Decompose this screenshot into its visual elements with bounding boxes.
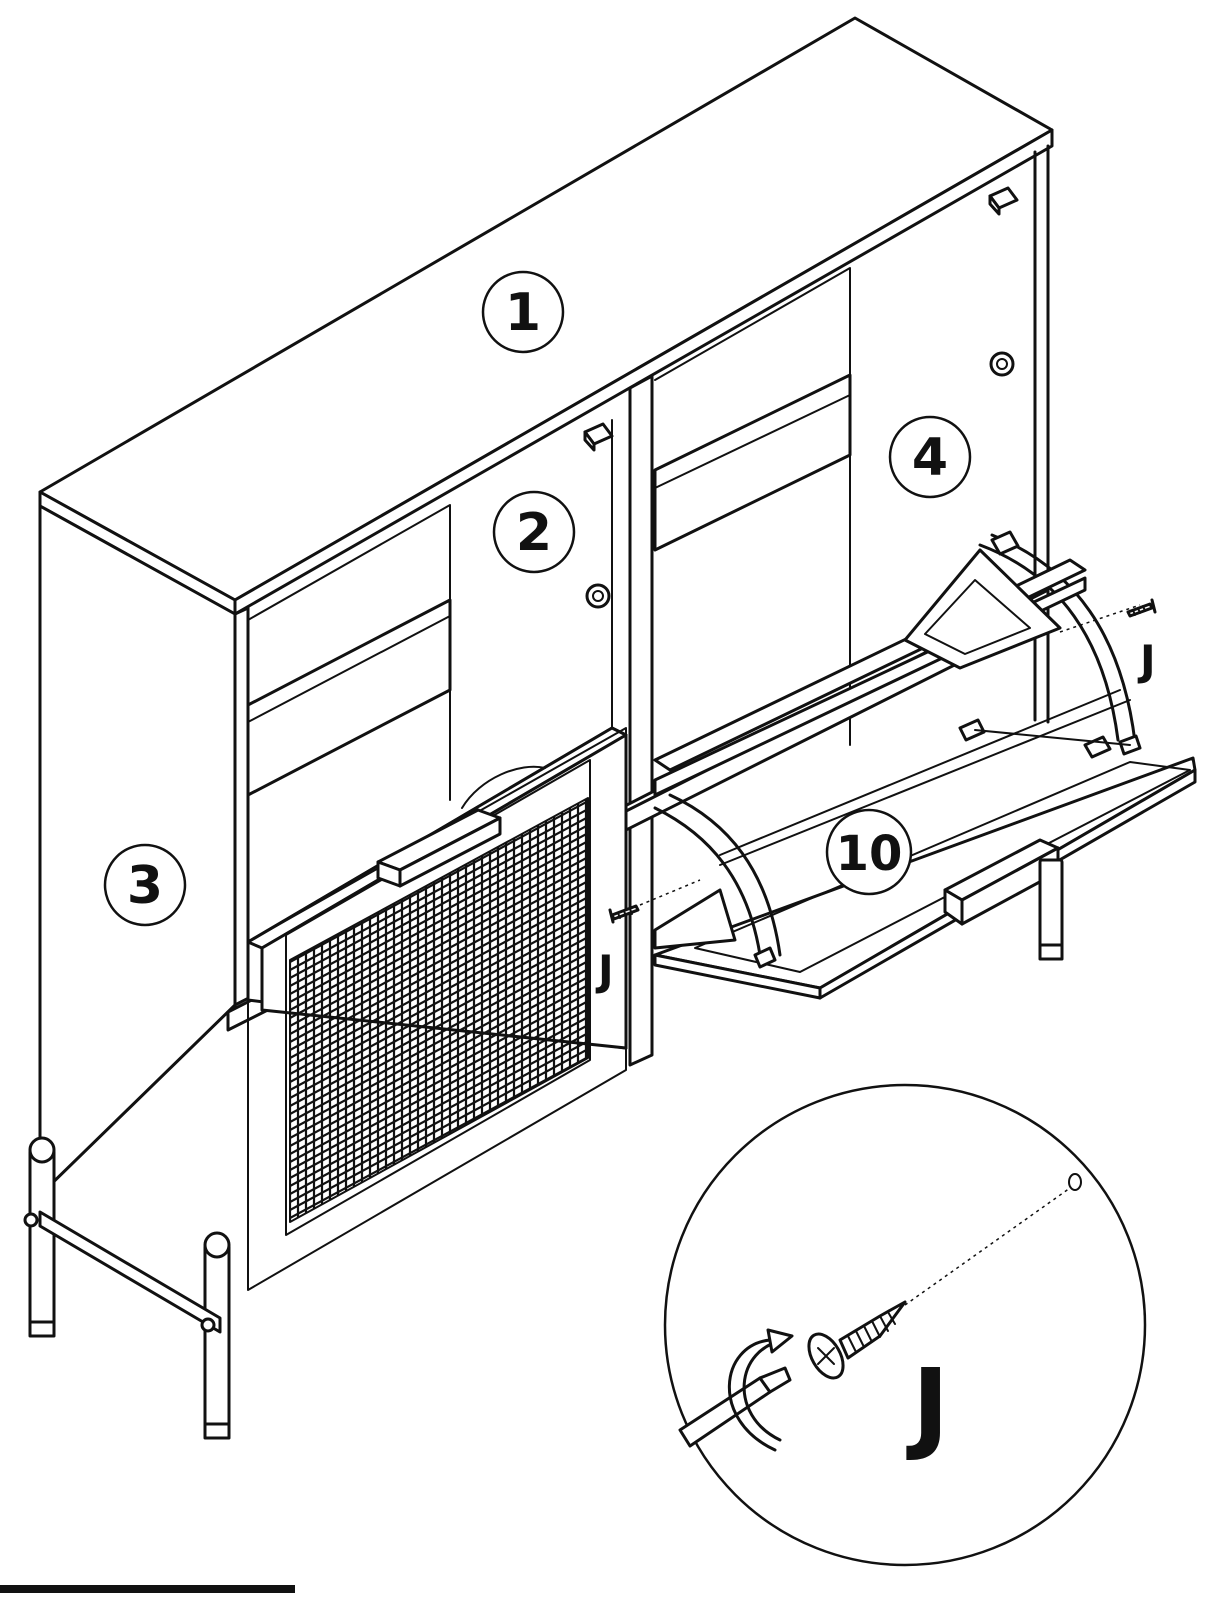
screwdriver-icon bbox=[678, 1366, 792, 1448]
part-badge-3: 3 bbox=[103, 843, 187, 927]
mesh-line bbox=[290, 1183, 588, 1222]
screw-icon bbox=[1059, 598, 1157, 633]
screw-label-right: J bbox=[1137, 636, 1156, 685]
part-label-3: 3 bbox=[127, 856, 163, 916]
mesh-line bbox=[290, 1143, 588, 1222]
center-divider bbox=[628, 374, 654, 1067]
mesh-line bbox=[290, 1175, 588, 1222]
mesh-line bbox=[290, 1151, 588, 1222]
right-flap-door bbox=[653, 530, 1197, 1000]
mesh-line bbox=[290, 863, 588, 1027]
screw-icon bbox=[608, 879, 701, 924]
mesh-line bbox=[290, 831, 588, 995]
mesh-line bbox=[290, 847, 588, 1011]
part-label-2: 2 bbox=[516, 503, 552, 563]
mesh-line bbox=[290, 871, 588, 1035]
mesh-line bbox=[290, 855, 588, 1019]
part-label-4: 4 bbox=[912, 428, 948, 488]
legs bbox=[23, 858, 1064, 1440]
mesh-line bbox=[290, 887, 588, 1051]
mesh-line bbox=[290, 815, 588, 979]
fittings bbox=[583, 186, 1019, 609]
mesh-line bbox=[290, 1055, 588, 1219]
mesh-line bbox=[290, 799, 588, 963]
mesh-line bbox=[290, 895, 588, 1059]
mesh-line bbox=[290, 959, 588, 1123]
screw-icon bbox=[807, 1300, 907, 1380]
mesh-line bbox=[290, 935, 588, 1099]
bottom-edge-bar bbox=[0, 1585, 295, 1593]
mesh-line bbox=[290, 943, 588, 1107]
mesh-line bbox=[290, 911, 588, 1075]
mesh-line bbox=[290, 999, 588, 1163]
mesh-line bbox=[290, 903, 588, 1067]
mesh-line bbox=[290, 919, 588, 1083]
part-label-10: 10 bbox=[836, 826, 903, 882]
mesh-line bbox=[290, 1039, 588, 1203]
part-badge-1: 1 bbox=[481, 270, 565, 354]
mesh-line bbox=[290, 1167, 588, 1222]
part-label-1: 1 bbox=[505, 283, 541, 343]
part-badge-4: 4 bbox=[888, 415, 972, 499]
mesh-line bbox=[290, 1015, 588, 1179]
mesh-line bbox=[290, 1031, 588, 1195]
mesh-line bbox=[290, 1159, 588, 1222]
mesh-line bbox=[290, 927, 588, 1091]
mesh-line bbox=[290, 951, 588, 1115]
mesh-line bbox=[290, 879, 588, 1043]
mesh-line bbox=[290, 839, 588, 1003]
rotate-arrow-icon bbox=[727, 1328, 794, 1452]
part-badge-10: 10 bbox=[825, 808, 913, 896]
mesh-line bbox=[290, 1135, 588, 1222]
mesh-line bbox=[290, 807, 588, 971]
part-badge-2: 2 bbox=[492, 490, 576, 574]
mesh-line bbox=[290, 1007, 588, 1171]
mesh-line bbox=[290, 983, 588, 1147]
detail-inset: J bbox=[663, 1083, 1147, 1567]
mesh-line bbox=[290, 991, 588, 1155]
mesh-line bbox=[290, 1191, 588, 1222]
mesh-line bbox=[290, 1119, 588, 1222]
mesh-line bbox=[290, 1023, 588, 1187]
mesh-line bbox=[290, 1127, 588, 1222]
mesh-line bbox=[290, 1047, 588, 1211]
mesh-line bbox=[290, 975, 588, 1139]
mesh-line bbox=[290, 967, 588, 1131]
screw-label-detail: J bbox=[906, 1347, 949, 1464]
mesh-line bbox=[290, 823, 588, 987]
screw-label-left: J bbox=[595, 946, 614, 995]
